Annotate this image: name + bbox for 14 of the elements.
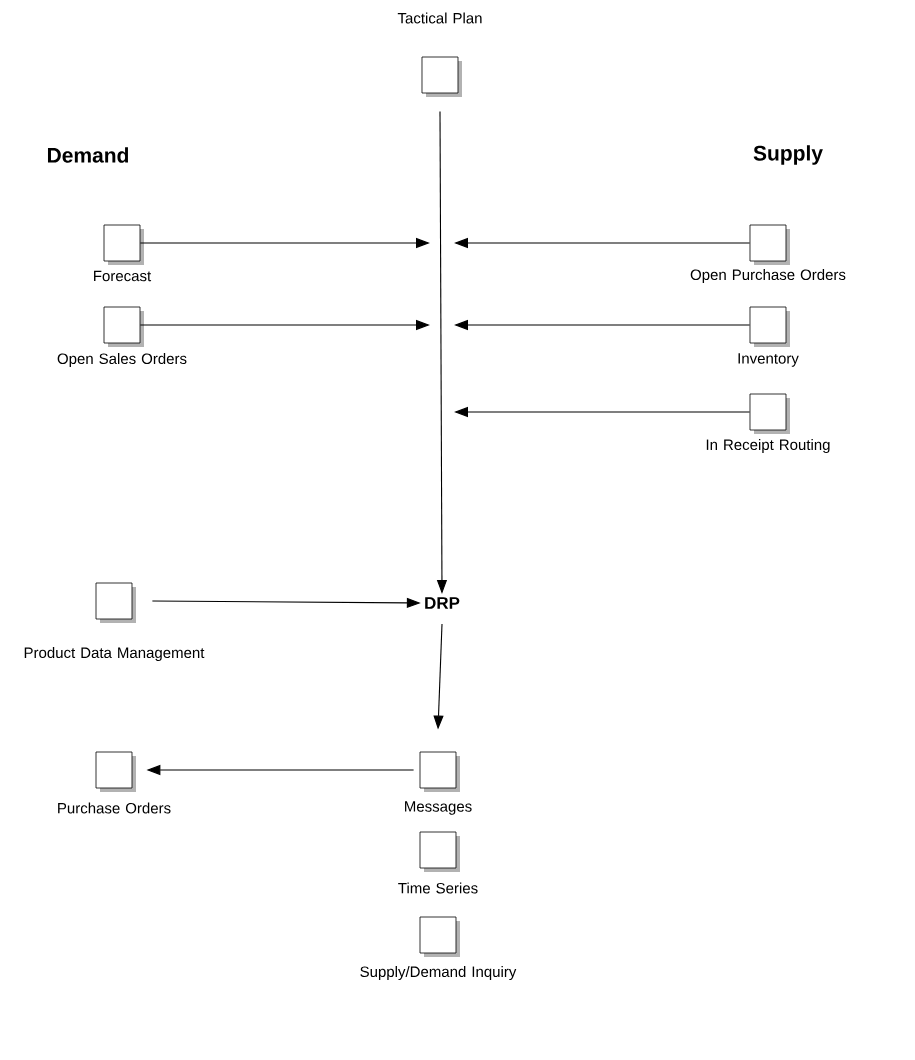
box-caption: In Receipt Routing bbox=[706, 439, 830, 453]
box-caption: Forecast bbox=[94, 270, 152, 282]
section-heading: Demand bbox=[48, 147, 129, 163]
box-caption: Open Sales Orders bbox=[57, 353, 187, 367]
box-caption: Open Purchase Orders bbox=[690, 269, 846, 283]
box-caption: Purchase Orders bbox=[58, 802, 171, 814]
section-heading: Supply bbox=[753, 145, 823, 165]
box-caption: Product Data Management bbox=[24, 647, 205, 661]
box-caption: Messages bbox=[405, 801, 472, 815]
box-caption: Supply/Demand Inquiry bbox=[360, 966, 517, 980]
box-caption: Tactical Plan bbox=[397, 12, 482, 24]
box-caption: Inventory bbox=[738, 353, 799, 367]
process-label: DRP bbox=[425, 597, 460, 609]
box-caption: Time Series bbox=[398, 882, 478, 894]
